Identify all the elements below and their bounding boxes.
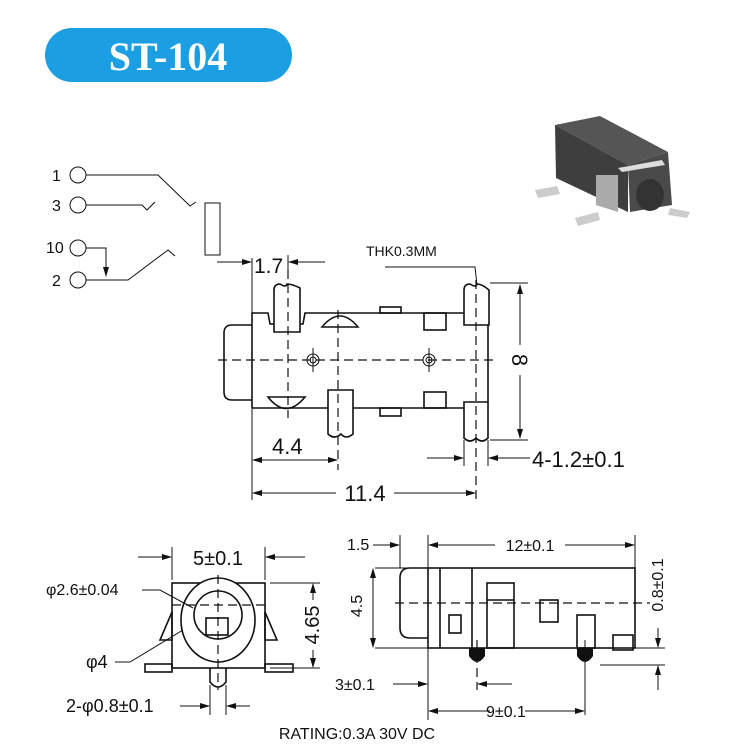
top-view: 1.7 THK0.3MM 8 4.4 11.4 4-1.2±0.1 <box>217 243 625 506</box>
dim-pin-pitch: 1.7 <box>254 255 283 278</box>
dim-post: 2-φ0.8±0.1 <box>66 696 154 716</box>
pin-label-2: 2 <box>52 273 61 290</box>
dim-height-8: 8 <box>507 354 532 366</box>
pin-label-1: 1 <box>52 168 61 185</box>
dim-post2: 9±0.1 <box>486 704 526 721</box>
pin-label-3: 3 <box>52 198 61 215</box>
dim-pin-width: 4-1.2±0.1 <box>532 447 625 472</box>
title-badge: ST-104 <box>45 28 292 82</box>
dim-height-4-65: 4.65 <box>302 606 324 645</box>
front-view: 5±0.1 φ2.6±0.04 φ4 4.65 2-φ0.8±0.1 <box>46 547 324 716</box>
pin-label-10: 10 <box>46 240 64 257</box>
dim-body-12: 12±0.1 <box>506 538 555 555</box>
dim-4-4: 4.4 <box>272 434 303 459</box>
dim-hole-outer: φ4 <box>86 652 108 672</box>
dim-post1: 3±0.1 <box>335 677 375 694</box>
dim-front-1-5: 1.5 <box>347 537 369 554</box>
product-photo <box>535 116 690 226</box>
dim-11-4: 11.4 <box>344 481 385 506</box>
rating-text: RATING:0.3A 30V DC <box>279 726 435 743</box>
dim-standoff: 0.8±0.1 <box>650 558 667 611</box>
thickness-note: THK0.3MM <box>366 243 437 259</box>
dim-width-5: 5±0.1 <box>193 548 243 570</box>
dim-height-4-5: 4.5 <box>349 595 366 617</box>
model-title: ST-104 <box>109 34 228 79</box>
side-view: 4.5 1.5 12±0.1 0.8±0.1 3±0.1 9±0.1 <box>335 535 667 721</box>
dim-hole-inner: φ2.6±0.04 <box>46 582 119 599</box>
switch-schematic: 1 3 10 2 <box>46 166 221 290</box>
